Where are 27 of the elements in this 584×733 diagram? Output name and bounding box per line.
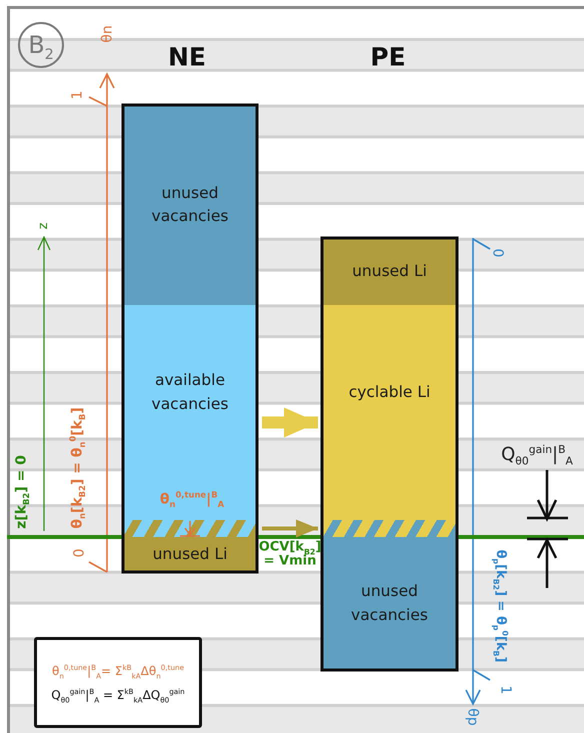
- formula-box: [34, 637, 202, 728]
- tick-label: 0: [72, 548, 88, 558]
- box-label: unused vacancies: [150, 182, 230, 227]
- badge-label: B$_{2}$: [28, 30, 54, 63]
- column-heading: NE: [168, 43, 206, 71]
- tick-label: 1: [70, 90, 86, 100]
- capacity-block: [322, 238, 457, 305]
- hatched-bar: [322, 520, 457, 537]
- tick-label: 1: [497, 686, 513, 694]
- box-label: cyclable Li: [348, 382, 432, 403]
- capacity-block: [123, 105, 257, 305]
- axis-label: z: [36, 222, 52, 230]
- capacity-block: [123, 305, 257, 520]
- condition-label: OCV[k$_{B2}$] = Vmin: [258, 540, 322, 570]
- capacity-block: [322, 537, 457, 670]
- box-label: unused Li: [152, 544, 228, 565]
- box-label: available vacancies: [150, 370, 230, 414]
- box-label: unused Li: [351, 260, 428, 282]
- axis-label: θp: [464, 708, 480, 726]
- hatched-bar: [123, 520, 257, 537]
- axis-label: θn: [100, 25, 116, 43]
- box-label: unused vacancies: [350, 581, 429, 626]
- capacity-block: [322, 305, 457, 520]
- panel-badge: [18, 22, 64, 68]
- tick-label: 0: [489, 248, 505, 258]
- column-heading: PE: [370, 43, 406, 71]
- capacity-block: [123, 537, 257, 572]
